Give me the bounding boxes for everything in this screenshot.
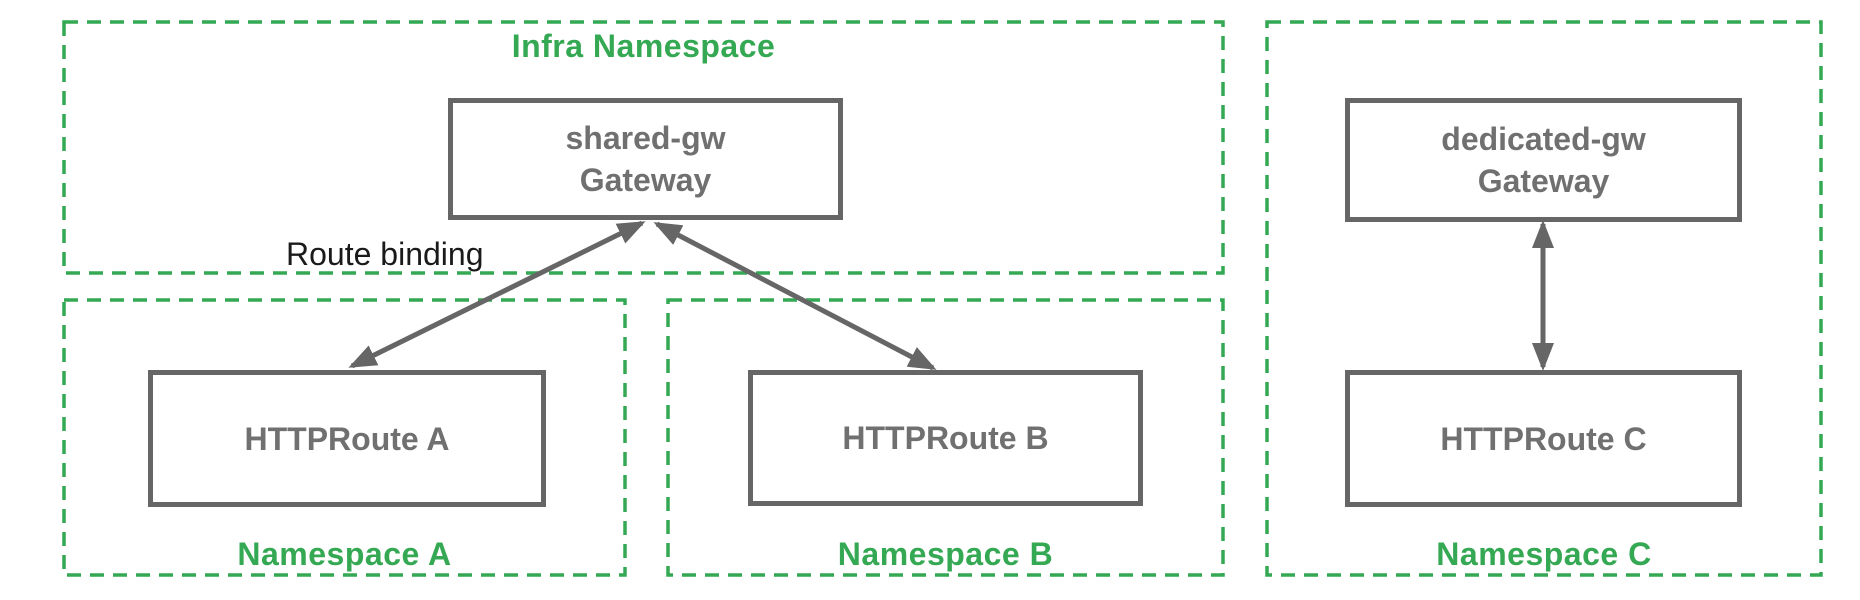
namespace-a-label: Namespace A [237,536,452,572]
namespace-b-label: Namespace B [837,536,1054,572]
arrow-route-b-shared-gw [653,221,937,371]
arrow-route-a-shared-gw [348,220,646,369]
namespace-a-boundary [62,298,627,577]
httproute-c-node: HTTPRoute C [1345,370,1742,507]
httproute-a-node: HTTPRoute A [148,370,546,507]
namespace-c-label: Namespace C [1436,536,1652,572]
dedicated-gw-gateway-node: dedicated-gw Gateway [1345,98,1742,222]
namespace-c-boundary [1265,20,1823,577]
httproute-b-node: HTTPRoute B [748,370,1143,506]
route-binding-annotation: Route binding [286,236,484,272]
infra-namespace-label: Infra Namespace [511,28,776,64]
shared-gw-gateway-node: shared-gw Gateway [448,98,843,220]
namespace-b-boundary [666,298,1225,577]
